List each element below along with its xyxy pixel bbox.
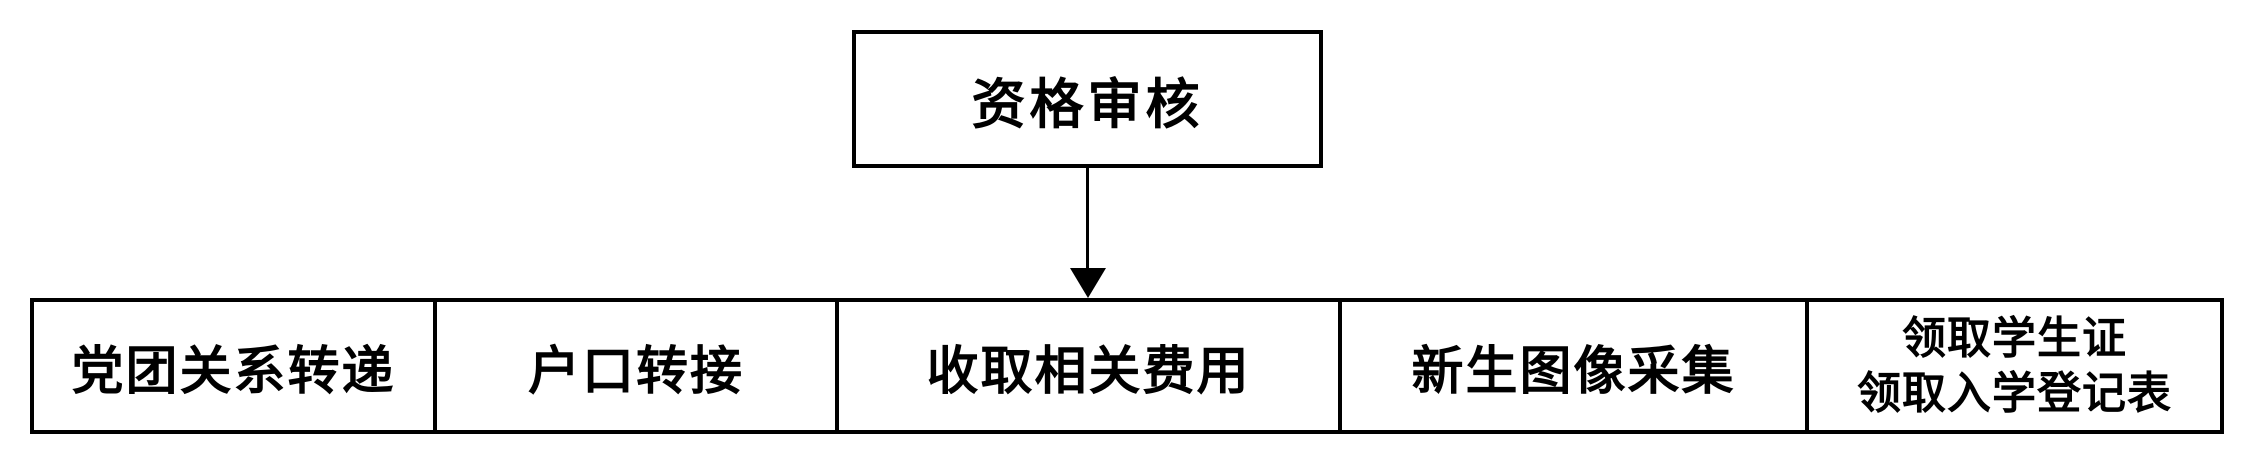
node-qualification-review: 资格审核 (852, 30, 1323, 168)
arrow-down-icon (1070, 268, 1106, 298)
node-new-student-image-collection: 新生图像采集 (1342, 302, 1809, 430)
node-party-league-relationship-transfer-label: 党团关系转递 (71, 342, 396, 401)
node-collect-related-fees-label: 收取相关费用 (926, 342, 1251, 401)
flowchart-bottom-row: 党团关系转递 户口转接 收取相关费用 新生图像采集 领取学生证 领取入学登记表 (30, 298, 2224, 434)
node-household-registration-transfer-label: 户口转接 (527, 342, 744, 401)
node-collect-registration-form-label: 领取入学登记表 (1857, 369, 2172, 418)
node-new-student-image-collection-label: 新生图像采集 (1411, 342, 1736, 401)
node-household-registration-transfer: 户口转接 (437, 302, 839, 430)
node-collect-student-id-label: 领取学生证 (1902, 314, 2127, 363)
node-party-league-relationship-transfer: 党团关系转递 (34, 302, 437, 430)
node-collect-student-id-and-registration-form: 领取学生证 领取入学登记表 (1809, 302, 2220, 430)
node-qualification-review-label: 资格审核 (971, 74, 1204, 135)
node-collect-related-fees: 收取相关费用 (839, 302, 1342, 430)
connector-line (1086, 168, 1089, 272)
